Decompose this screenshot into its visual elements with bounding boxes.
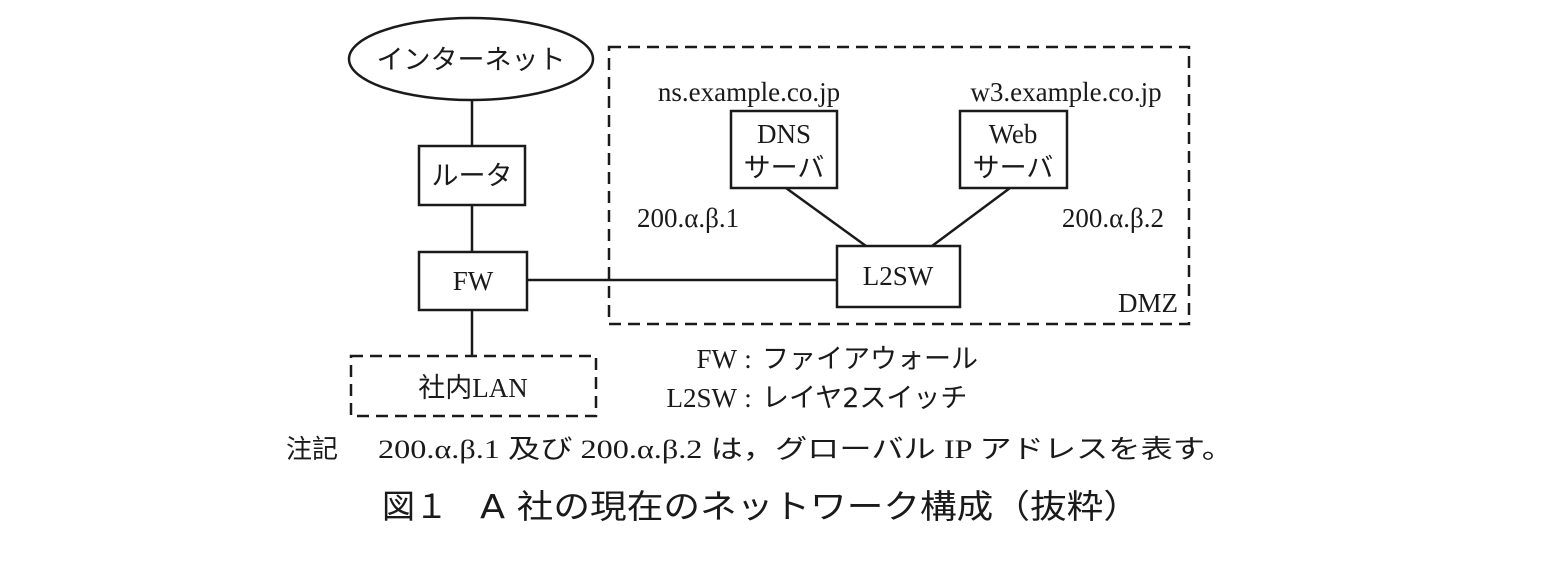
dns-server-label-line1: DNS [757,119,811,149]
note-prefix: 注記 [286,435,338,465]
l2sw-node: L2SW [835,244,962,309]
legend-term-l2sw: L2SW [667,383,738,413]
dmz-zone: DMZ [607,45,1191,326]
l2sw-label: L2SW [863,261,934,291]
dns-hostname: ns.example.co.jp [658,77,840,107]
caption-number: 図１ [382,487,448,526]
dns-server-node: ns.example.co.jp DNS サーバ 200.α.β.1 [637,77,840,233]
figure-caption: 図１ A 社の現在のネットワーク構成（抜粋） [382,487,1140,526]
web-server-box [958,109,1069,190]
router-box [417,144,527,207]
legend-term-fw: FW [697,344,738,374]
dmz-label: DMZ [1118,288,1178,318]
firewall-label: FW [453,266,494,296]
internet-label: インターネット [377,45,566,76]
dns-server-box [729,109,839,190]
web-server-label-line2: サーバ [973,153,1054,184]
note-text: 200.α.β.1 及び 200.α.β.2 は，グローバル IP アドレスを表… [378,435,1234,464]
dns-server-label-line2: サーバ [744,153,825,184]
web-server-node: w3.example.co.jp Web サーバ 200.α.β.2 [958,77,1164,233]
web-ip: 200.α.β.2 [1062,203,1164,233]
link-l2sw-web [931,186,1011,248]
router-label: ルータ [432,161,513,192]
caption-title: A 社の現在のネットワーク構成（抜粋） [480,487,1140,526]
lan-box [349,354,598,418]
firewall-node: FW [417,250,529,312]
legend-meaning-fw: ファイアウォール [762,344,978,375]
web-server-label-line1: Web [989,119,1038,149]
legend-sep-l2sw: : [744,383,752,413]
router-node: ルータ [417,144,527,207]
internet-cloud-icon [347,16,595,102]
firewall-box [417,250,529,312]
lan-node: 社内LAN [349,354,598,418]
legend: FW : ファイアウォール L2SW : レイヤ2スイッチ [667,344,979,414]
dmz-boundary [607,45,1191,326]
links [470,100,1011,356]
internet-node: インターネット [347,16,595,102]
link-l2sw-dns [785,186,867,248]
legend-sep-fw: : [744,344,752,374]
legend-meaning-l2sw: レイヤ2スイッチ [762,383,967,414]
lan-label: 社内LAN [418,373,528,403]
web-hostname: w3.example.co.jp [970,77,1161,107]
note: 注記 200.α.β.1 及び 200.α.β.2 は，グローバル IP アドレ… [286,435,1234,465]
dns-ip: 200.α.β.1 [637,203,739,233]
l2sw-box [835,244,962,309]
